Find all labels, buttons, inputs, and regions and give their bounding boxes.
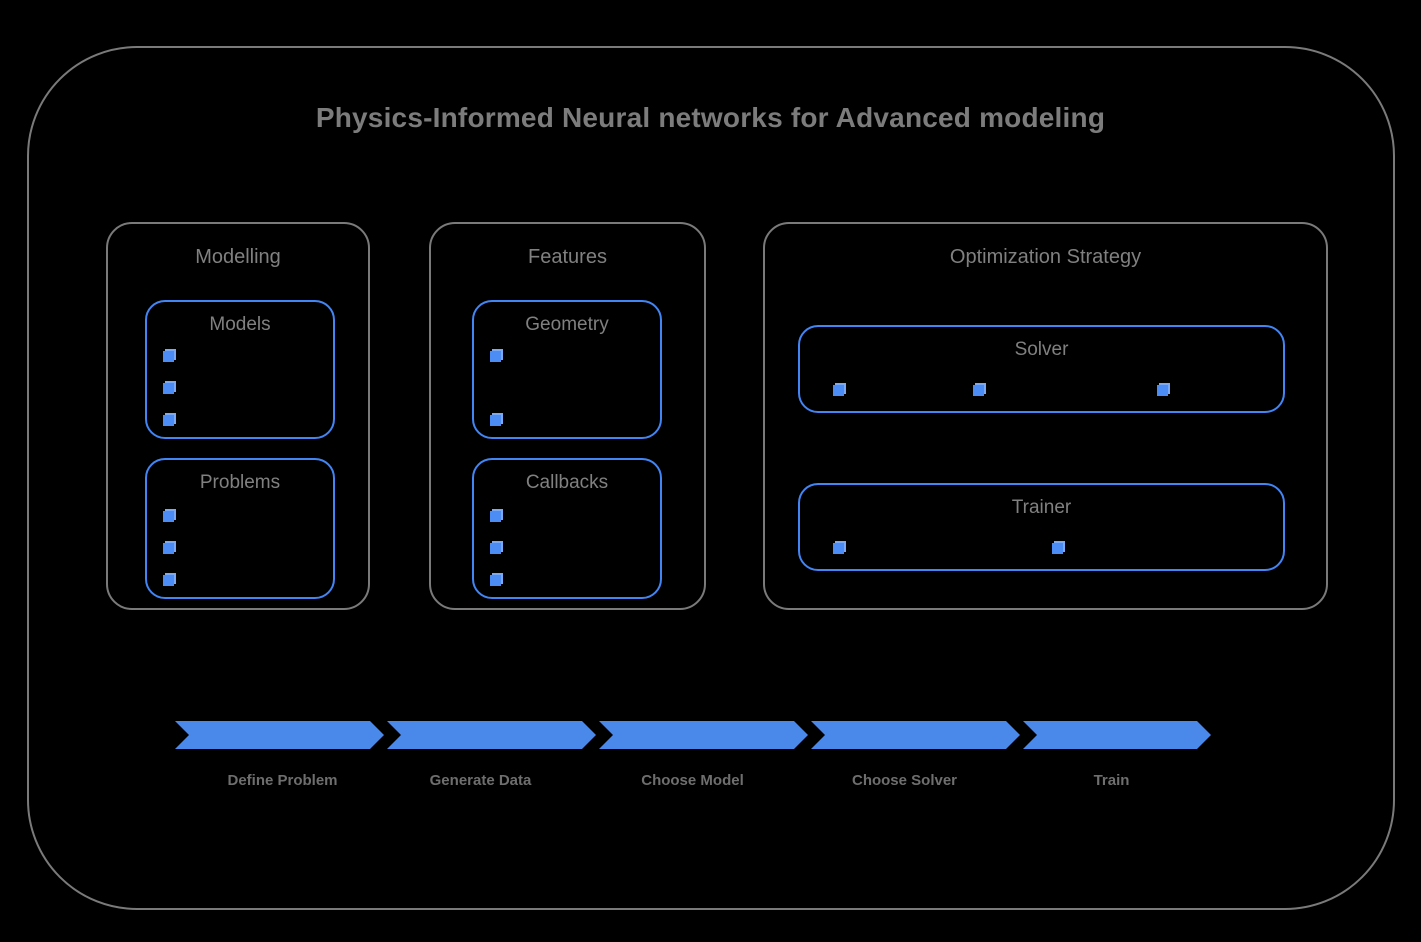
item-marker-icon — [163, 351, 174, 362]
item-marker-icon — [490, 351, 501, 362]
sub-box-models[interactable]: Models — [145, 300, 335, 439]
diagram-outer-frame — [27, 46, 1395, 910]
item-marker-icon — [1052, 543, 1063, 554]
sub-box-trainer[interactable]: Trainer — [798, 483, 1285, 571]
item-marker-icon — [490, 511, 501, 522]
process-step-label-4: Choose Solver — [851, 772, 958, 789]
sub-box-solver[interactable]: Solver — [798, 325, 1285, 413]
process-step-label-5: Train — [1093, 772, 1130, 789]
group-panel-modelling: Modelling — [106, 222, 370, 610]
group-title-features: Features — [528, 246, 607, 268]
sub-box-title-problems: Problems — [199, 472, 281, 493]
sub-box-title-models: Models — [209, 314, 271, 335]
item-marker-icon — [833, 385, 844, 396]
process-step-arrow-1[interactable] — [175, 721, 384, 749]
sub-box-geometry[interactable]: Geometry — [472, 300, 662, 439]
group-panel-features: Features — [429, 222, 706, 610]
process-step-label-3: Choose Model — [641, 772, 744, 789]
sub-box-title-trainer: Trainer — [1011, 497, 1072, 518]
process-step-arrow-5[interactable] — [1023, 721, 1211, 749]
item-marker-icon — [490, 415, 501, 426]
group-panel-optimization: Optimization Strategy — [763, 222, 1328, 610]
item-marker-icon — [1157, 385, 1168, 396]
group-title-optimization: Optimization Strategy — [949, 246, 1142, 268]
item-marker-icon — [490, 575, 501, 586]
process-step-label-1: Define Problem — [227, 772, 338, 789]
group-title-modelling: Modelling — [195, 246, 281, 268]
item-marker-icon — [490, 543, 501, 554]
process-flow — [175, 721, 1211, 749]
item-marker-icon — [973, 385, 984, 396]
item-marker-icon — [163, 575, 174, 586]
sub-box-title-solver: Solver — [1014, 339, 1069, 360]
process-step-arrow-4[interactable] — [811, 721, 1020, 749]
page-title: Physics-Informed Neural networks for Adv… — [315, 102, 1106, 133]
item-marker-icon — [163, 415, 174, 426]
item-marker-icon — [163, 511, 174, 522]
sub-box-title-callbacks: Callbacks — [525, 472, 609, 493]
item-marker-icon — [833, 543, 844, 554]
sub-box-title-geometry: Geometry — [525, 314, 609, 335]
item-marker-icon — [163, 543, 174, 554]
sub-box-callbacks[interactable]: Callbacks — [472, 458, 662, 599]
process-step-label-2: Generate Data — [429, 772, 532, 789]
item-marker-icon — [163, 383, 174, 394]
sub-box-problems[interactable]: Problems — [145, 458, 335, 599]
process-step-arrow-2[interactable] — [387, 721, 596, 749]
process-step-arrow-3[interactable] — [599, 721, 808, 749]
